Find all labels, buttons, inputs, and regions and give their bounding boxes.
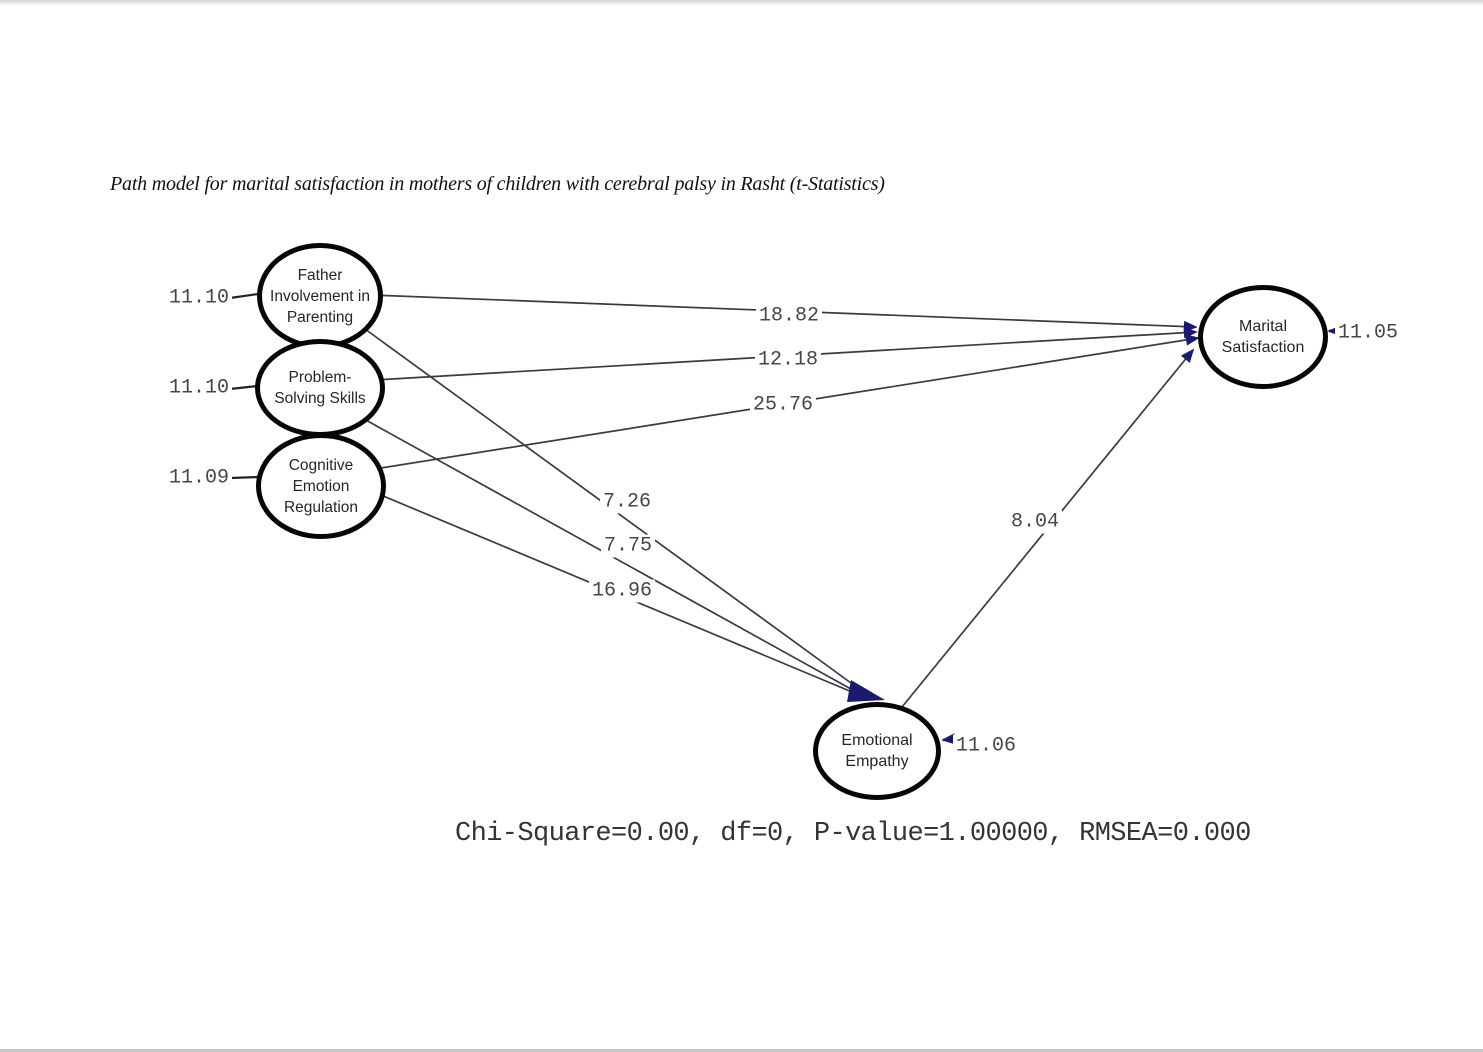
node-label: Emotion bbox=[292, 477, 350, 495]
node-label: Problem- bbox=[288, 369, 352, 386]
bottom-window-border bbox=[0, 1049, 1483, 1052]
t-value-father: 11.10 bbox=[165, 286, 233, 310]
node-label: Empathy bbox=[845, 753, 909, 770]
error-tick-problem bbox=[229, 384, 258, 391]
node-marital-satisfaction: Marital Satisfaction bbox=[1198, 285, 1328, 389]
node-label: Parenting bbox=[286, 308, 354, 326]
node-father-involvement: Father Involvement in Parenting bbox=[257, 243, 383, 349]
path-value-problem-to-marital: 12.18 bbox=[754, 348, 822, 372]
figure-title: Path model for marital satisfaction in m… bbox=[110, 173, 885, 195]
path-value-empathy-to-marital: 8.04 bbox=[1007, 510, 1063, 534]
node-label: Solving Skills bbox=[274, 390, 366, 407]
error-tick-cognitive bbox=[229, 475, 259, 480]
node-label: Involvement in bbox=[270, 287, 370, 305]
node-label: Emotional bbox=[841, 732, 913, 749]
path-value-cognitive-to-marital: 25.76 bbox=[749, 393, 817, 417]
node-cognitive-emotion-regulation: Cognitive Emotion Regulation bbox=[256, 433, 386, 539]
fit-statistics: Chi-Square=0.00, df=0, P-value=1.00000, … bbox=[455, 819, 1251, 849]
node-problem-solving: Problem- Solving Skills bbox=[255, 339, 385, 437]
t-value-marital: 11.05 bbox=[1334, 321, 1402, 345]
error-tick-father bbox=[229, 292, 259, 300]
t-value-empathy: 11.06 bbox=[952, 734, 1020, 758]
node-label: Cognitive bbox=[288, 456, 354, 474]
path-value-father-to-empathy: 7.26 bbox=[599, 490, 655, 514]
node-emotional-empathy: Emotional Empathy bbox=[813, 702, 941, 800]
arrowhead-icon-empathy bbox=[847, 680, 885, 702]
path-value-cognitive-to-empathy: 16.96 bbox=[588, 579, 656, 603]
error-arrow-icon-empathy bbox=[941, 733, 956, 745]
node-label: Marital bbox=[1238, 318, 1287, 335]
path-value-father-to-marital: 18.82 bbox=[755, 304, 823, 328]
node-label: Satisfaction bbox=[1221, 339, 1305, 356]
t-value-cognitive: 11.09 bbox=[165, 466, 233, 490]
t-value-problem: 11.10 bbox=[165, 376, 233, 400]
path-value-problem-to-empathy: 7.75 bbox=[600, 534, 656, 558]
node-label: Father bbox=[297, 266, 343, 284]
node-label: Regulation bbox=[283, 498, 359, 516]
top-shade-border bbox=[0, 0, 1483, 6]
